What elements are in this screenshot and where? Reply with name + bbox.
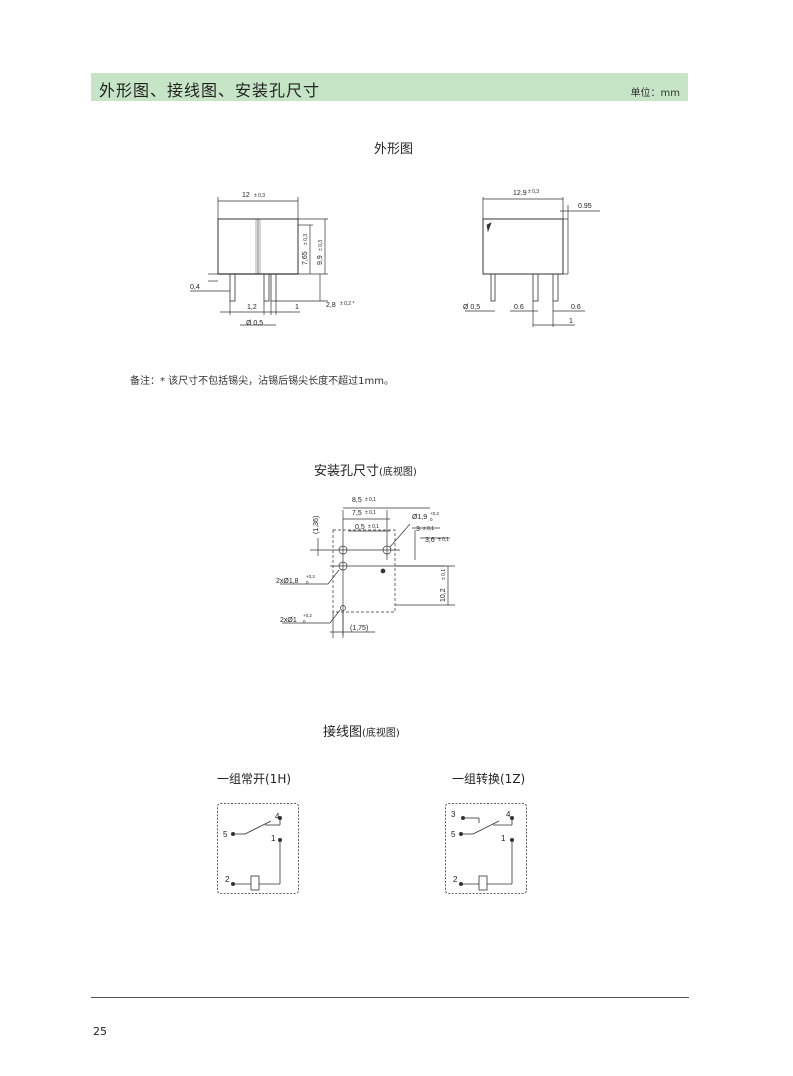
hole-big-diameter-tol-up: +0,2 [430, 511, 439, 516]
front-pin-diameter: Ø 0,5 [246, 320, 263, 327]
hole-big-diameter: Ø1,9 [412, 514, 427, 521]
wiring-right-label: 一组转换(1Z) [452, 772, 526, 786]
front-height: 9,9 [317, 255, 324, 265]
unit-label: 单位：mm [630, 88, 680, 99]
side-width-value: 12.9 [513, 190, 527, 197]
front-width-tol: ± 0,3 [254, 193, 265, 199]
hole-b-diameter: 2xØ1 [280, 617, 297, 624]
holes-subtitle: (底视图) [379, 467, 417, 478]
page-number: 25 [93, 1025, 107, 1038]
front-pin-offset: 0,4 [190, 284, 200, 291]
hole-dim-d3: 0,5 [355, 524, 365, 531]
hole-a-tol-up: +0,2 [306, 574, 315, 579]
wiring-1h-pin-2: 2 [225, 875, 230, 884]
wiring-1z-pin-3: 3 [451, 810, 456, 819]
side-edge: 0.95 [578, 203, 592, 210]
side-pin-diameter: Ø 0,5 [463, 304, 480, 311]
outline-title: 外形图 [374, 142, 414, 157]
hole-dim-d7-tol: ± 0,1 [441, 569, 447, 580]
front-inner-height: 7,65 [302, 251, 309, 265]
wiring-1z-pin-1: 1 [501, 834, 506, 843]
wiring-1h-pin-1: 1 [271, 834, 276, 843]
hole-b-tol-low: 0 [303, 619, 306, 624]
hole-big-diameter-tol-low: 0 [430, 517, 433, 522]
wiring-1h-pin-4: 4 [275, 812, 280, 821]
side-view-drawing: 12.9 ± 0,3 0.95 Ø 0,5 0.6 0.6 1 [463, 189, 600, 327]
hole-dim-d4: (1,36) [313, 516, 320, 534]
wiring-1h-pin-5: 5 [223, 830, 228, 839]
mounting-hole-drawing: 8,5 ± 0,1 7,5 ± 0,1 0,5 ± 0,1 (1,36) Ø1,… [276, 497, 455, 638]
wiring-diagram-1z: 3 4 5 1 2 [445, 803, 527, 894]
hole-dim-d2: 7,5 [352, 510, 362, 517]
wiring-left-label: 一组常开(1H) [217, 772, 292, 786]
outline-note: 备注：* 该尺寸不包括锡尖，沾锡后锡尖长度不超过1mm。 [130, 376, 395, 387]
wiring-title-text: 接线图 [323, 725, 363, 740]
hole-dim-d6-tol: ± 0,1 [438, 537, 449, 543]
footer-divider [91, 997, 689, 998]
wiring-1z-pin-2: 2 [453, 875, 458, 884]
hole-dim-d1-tol: ± 0,1 [365, 497, 376, 503]
wiring-1z-pin-5: 5 [451, 830, 456, 839]
wiring-title: 接线图(底视图) [323, 721, 400, 740]
wiring-1z-pin-4: 4 [506, 810, 511, 819]
hole-dim-d5: 3 [416, 526, 420, 533]
front-width-value: 12 [242, 192, 250, 199]
wiring-subtitle: (底视图) [362, 728, 400, 739]
hole-dim-d7: 10,2 [440, 588, 447, 602]
hole-dim-d6: 3,6 [425, 537, 435, 544]
front-inner-height-tol: ± 0,3 [303, 234, 309, 245]
side-pitch-c: 1 [569, 318, 573, 325]
front-pin-length: 2,8 [326, 302, 336, 309]
hole-a-tol-low: 0 [306, 580, 309, 585]
hole-dim-d3-tol: ± 0,1 [368, 524, 379, 530]
front-pin-length-tol: ± 0,2 * [340, 301, 354, 307]
hole-dim-d2-tol: ± 0,1 [365, 510, 376, 516]
hole-b-tol-up: +0,2 [303, 613, 312, 618]
hole-dim-d5-tol: ± 0,1 [423, 526, 434, 532]
side-pitch-a: 0.6 [514, 304, 524, 311]
holes-title-text: 安装孔尺寸 [314, 464, 380, 479]
side-width-tol: ± 0,3 [528, 189, 539, 195]
holes-title: 安装孔尺寸(底视图) [314, 460, 417, 479]
section-title: 外形图、接线图、安装孔尺寸 [99, 81, 321, 100]
wiring-diagram-1h: 4 5 1 2 [217, 803, 299, 894]
front-pitch-a: 1,2 [247, 304, 257, 311]
hole-a-diameter: 2xØ1,8 [276, 578, 299, 585]
section-header-bar: 外形图、接线图、安装孔尺寸 单位：mm [91, 73, 688, 101]
front-view-drawing: 12 ± 0,3 7,65 ± 0,3 9,9 ± 0,3 0,4 1,2 1 … [190, 192, 354, 327]
hole-dim-d1: 8,5 [352, 497, 362, 504]
front-height-tol: ± 0,3 [318, 240, 324, 251]
front-pitch-b: 1 [295, 304, 299, 311]
side-pitch-b: 0.6 [571, 304, 581, 311]
hole-dim-d8: (1,75) [350, 625, 368, 632]
